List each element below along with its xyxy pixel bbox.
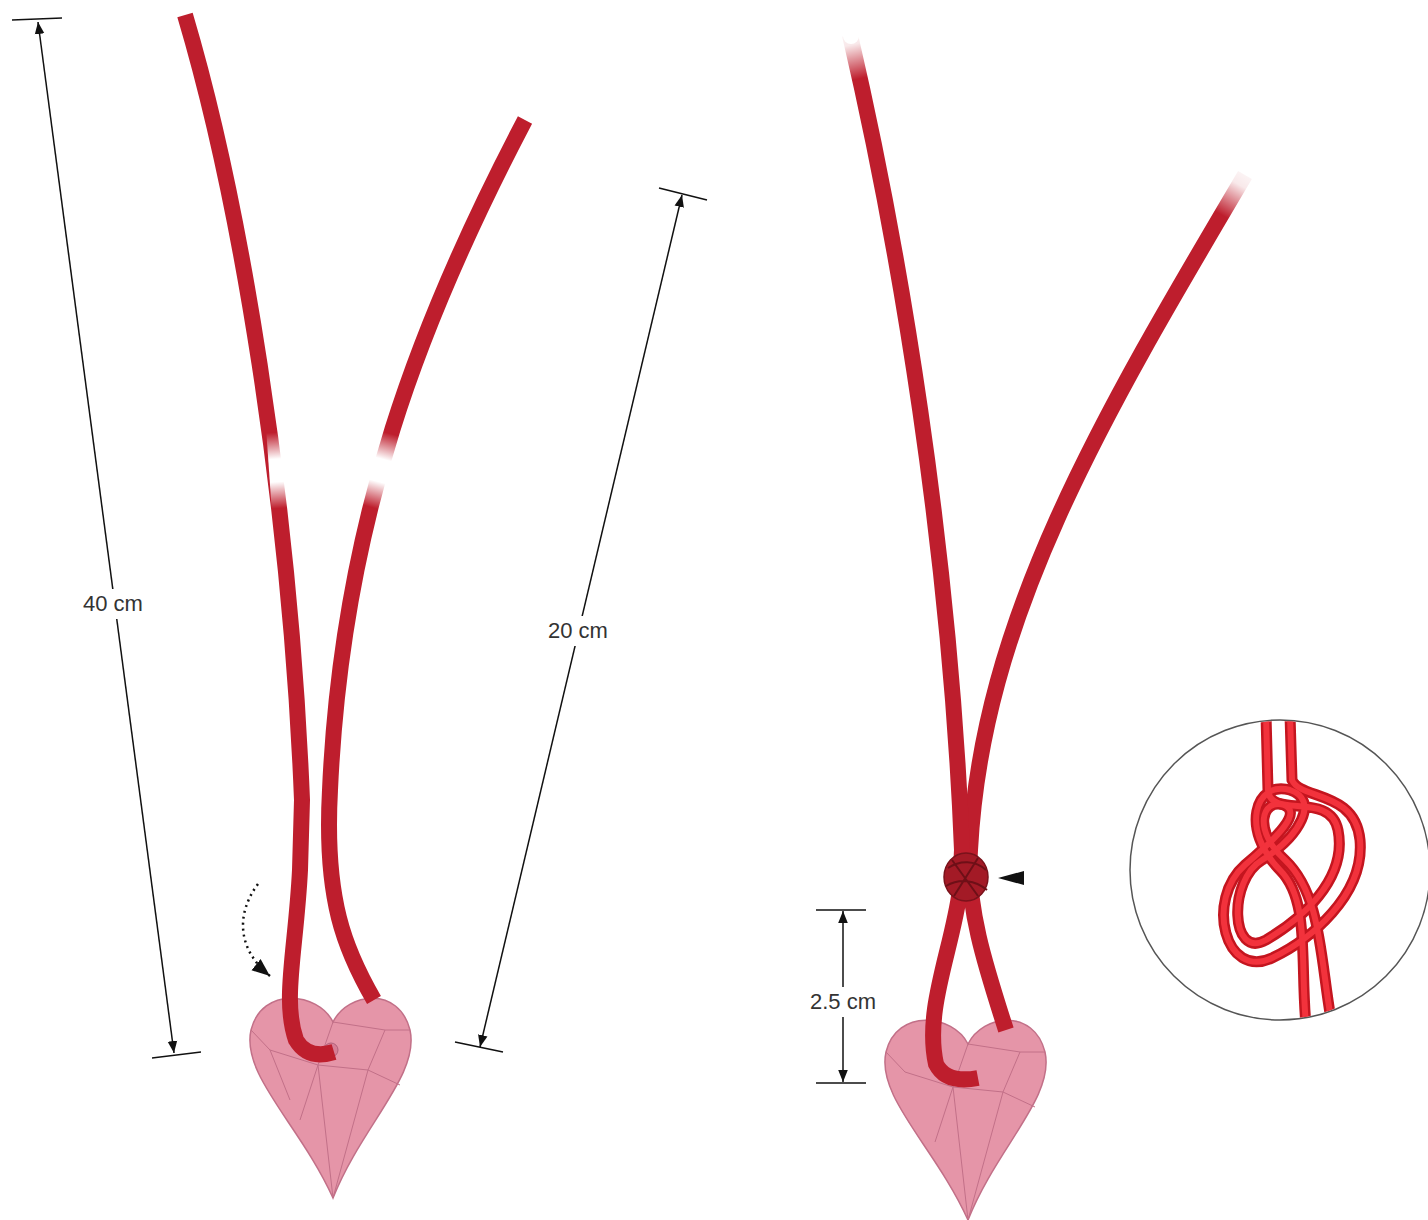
knot-pointer [998, 871, 1024, 885]
cord-mark [266, 431, 299, 509]
right-figure [816, 20, 1428, 1220]
heart-facets [886, 1044, 1045, 1220]
knot-detail [1130, 715, 1428, 1025]
heart-body [250, 998, 411, 1198]
cord-end [843, 28, 859, 44]
short-cord [329, 120, 525, 1000]
cord-end [831, 20, 871, 83]
heart-pendant [250, 998, 411, 1198]
heart-body [885, 1020, 1046, 1220]
cord-mark [356, 430, 403, 511]
left-figure [12, 15, 707, 1198]
dimension-20 [455, 188, 707, 1052]
long-cord [185, 15, 334, 1054]
threading-arrow [243, 884, 270, 976]
dimension-label: 40 cm [79, 589, 147, 618]
heart-pendant [885, 1020, 1046, 1220]
long-cord [850, 35, 978, 1079]
knot [944, 853, 988, 901]
dimension-label: 20 cm [544, 616, 612, 645]
dimension-40 [12, 18, 201, 1058]
cord-end [1212, 159, 1265, 223]
dimension-label: 2.5 cm [806, 987, 880, 1016]
